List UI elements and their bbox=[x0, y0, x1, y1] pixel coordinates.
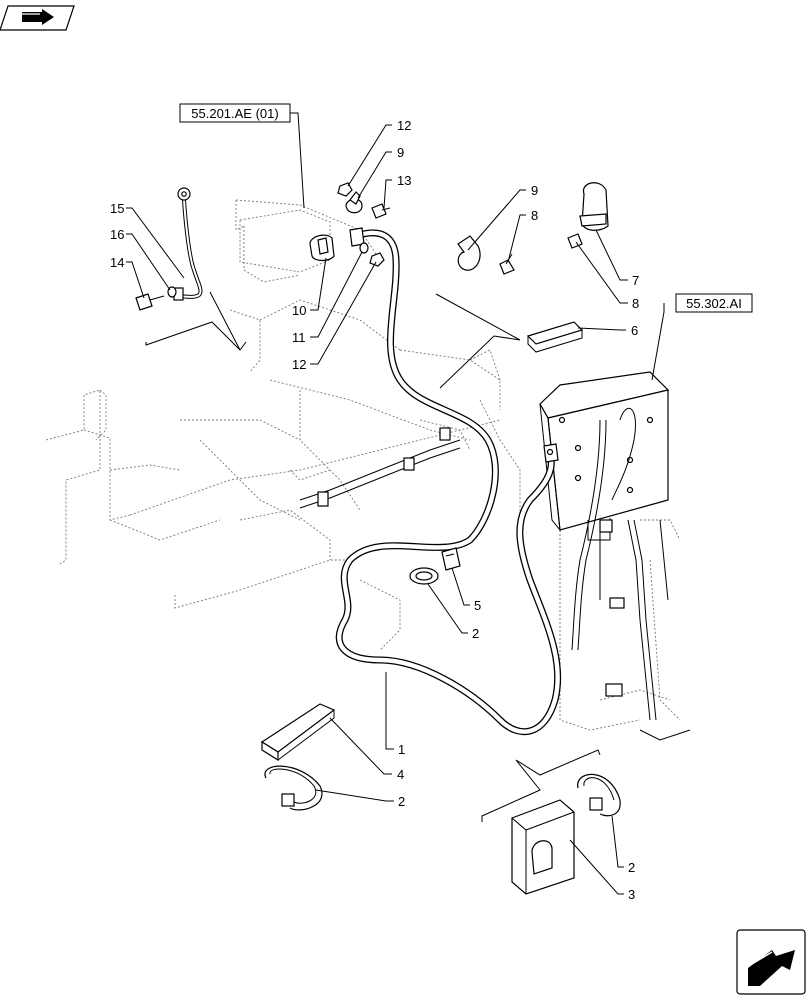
callout-14: 14 bbox=[110, 255, 124, 270]
chassis-ghost-outline bbox=[45, 199, 681, 731]
frame-harness bbox=[299, 427, 461, 509]
ground-cable-15 bbox=[173, 187, 203, 301]
callout-2: 2 bbox=[398, 794, 405, 809]
callout-6: 6 bbox=[631, 323, 638, 338]
callout-2: 2 bbox=[472, 626, 479, 641]
callout-12: 12 bbox=[397, 118, 411, 133]
callout-2: 2 bbox=[628, 860, 635, 875]
reference-label-right: 55.302.AI bbox=[686, 296, 742, 311]
reference-55-302-ai[interactable]: 55.302.AI bbox=[675, 293, 753, 313]
callout-11: 11 bbox=[292, 330, 306, 345]
callout-16: 16 bbox=[110, 227, 124, 242]
starter-motor bbox=[239, 209, 335, 273]
battery-cable-1 bbox=[335, 227, 562, 736]
callout-labels: 12 9 13 9 8 7 8 15 16 14 10 11 12 6 5 2 … bbox=[110, 118, 639, 902]
callout-3: 3 bbox=[628, 887, 635, 902]
callout-4: 4 bbox=[397, 767, 404, 782]
callout-10: 10 bbox=[292, 303, 306, 318]
hardware-parts bbox=[135, 182, 621, 895]
callout-1: 1 bbox=[398, 742, 405, 757]
callout-12: 12 bbox=[292, 357, 306, 372]
next-page-icon[interactable] bbox=[736, 929, 806, 995]
navigate-back-icon[interactable] bbox=[0, 5, 75, 31]
callout-8: 8 bbox=[531, 208, 538, 223]
reference-label-top: 55.201.AE (01) bbox=[191, 106, 278, 121]
leader-lines bbox=[126, 112, 665, 895]
callout-15: 15 bbox=[110, 201, 124, 216]
callout-9: 9 bbox=[531, 183, 538, 198]
battery-box bbox=[539, 371, 670, 600]
side-harness bbox=[571, 408, 691, 741]
reference-55-201-ae[interactable]: 55.201.AE (01) bbox=[179, 103, 291, 123]
callout-13: 13 bbox=[397, 173, 411, 188]
callout-5: 5 bbox=[474, 598, 481, 613]
callout-7: 7 bbox=[632, 273, 639, 288]
callout-9: 9 bbox=[397, 145, 404, 160]
callout-8: 8 bbox=[632, 296, 639, 311]
